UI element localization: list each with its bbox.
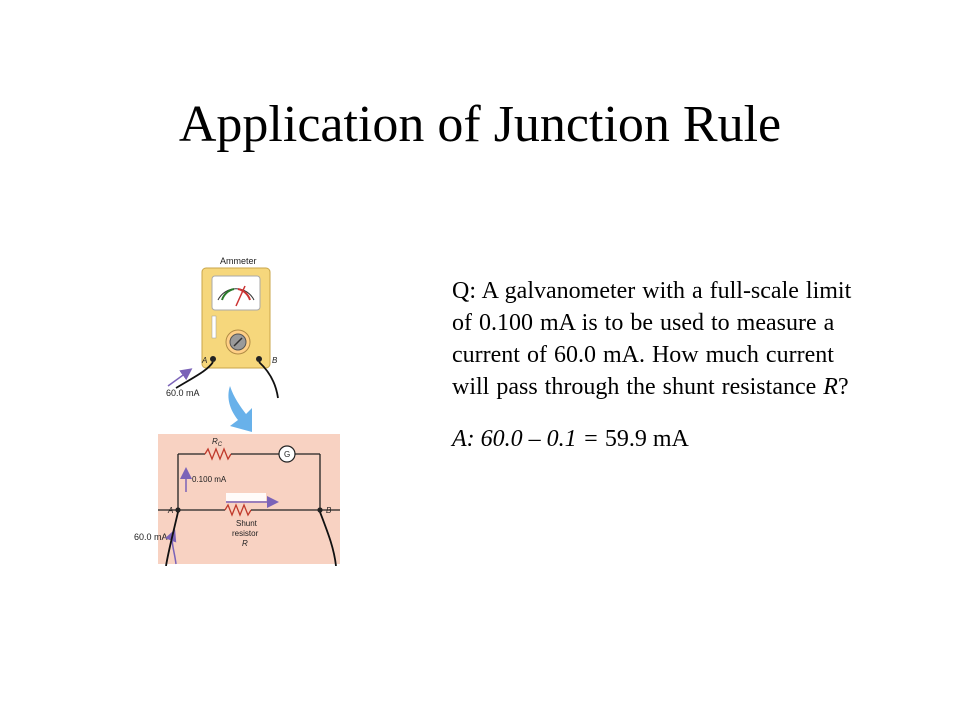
- dial-needle: [235, 285, 246, 307]
- shunt-ammeter-figure: Ammeter A B: [130, 248, 345, 566]
- ammeter-device: Ammeter A B: [166, 256, 279, 399]
- circuit-lead-b: [319, 511, 337, 566]
- shunt-label-line2: resistor: [232, 529, 259, 538]
- dial-scale-green: [221, 288, 235, 301]
- question-variable: R: [823, 374, 838, 400]
- down-arrow-shape: [228, 386, 252, 432]
- lead-a: [175, 361, 214, 389]
- shunt-label-line1: Shunt: [236, 519, 258, 528]
- node-b-label: B: [326, 506, 332, 515]
- terminal-b-label: B: [272, 356, 278, 365]
- shunt-symbol-label: R: [242, 539, 248, 548]
- question-text: Q: A galvanometer with a full-scale limi…: [452, 275, 872, 403]
- lead-b: [258, 361, 279, 399]
- slide-title: Application of Junction Rule: [178, 96, 782, 153]
- zoom-arrow: [228, 386, 252, 432]
- dial-scale: [217, 288, 255, 301]
- dial-scale-red: [237, 288, 251, 301]
- terminal-a-jack: [210, 356, 216, 362]
- knob-indicator: [233, 337, 243, 347]
- answer-text: A: 60.0 – 0.1 = 59.9 mA: [452, 423, 872, 455]
- rc-resistor: [204, 447, 232, 461]
- terminal-b-jack: [256, 356, 262, 362]
- node-a: [175, 507, 181, 513]
- galvanometer-label: G: [284, 450, 290, 459]
- node-a-label: A: [167, 506, 173, 515]
- circuit-illustration: Ammeter A B: [134, 256, 340, 566]
- rc-label: RC: [212, 437, 223, 448]
- galvanometer-current-label: 0.100 mA: [192, 475, 227, 484]
- ammeter-dial-window: [211, 275, 261, 311]
- question-body: Q: A galvanometer with a full-scale limi…: [452, 278, 852, 400]
- shunt-current-highlight: [226, 493, 266, 501]
- shunt-resistor: [224, 503, 252, 517]
- input-current-arrow: [167, 368, 193, 387]
- circuit-input-current-label: 60.0 mA: [134, 532, 168, 542]
- ammeter-label: Ammeter: [220, 256, 257, 266]
- node-b: [317, 507, 323, 513]
- shunt-circuit: G RC 0.100 mA A B: [134, 434, 340, 566]
- answer-result: 59.9 mA: [604, 426, 689, 452]
- question-end: ?: [837, 374, 849, 400]
- range-strip: [211, 315, 217, 339]
- slide-body: Q: A galvanometer with a full-scale limi…: [452, 275, 872, 455]
- circuit-lead-a: [165, 511, 179, 566]
- input-current-label: 60.0 mA: [166, 388, 200, 398]
- answer-prefix: A: 60.0 – 0.1 =: [452, 426, 605, 452]
- terminal-a-label: A: [201, 356, 207, 365]
